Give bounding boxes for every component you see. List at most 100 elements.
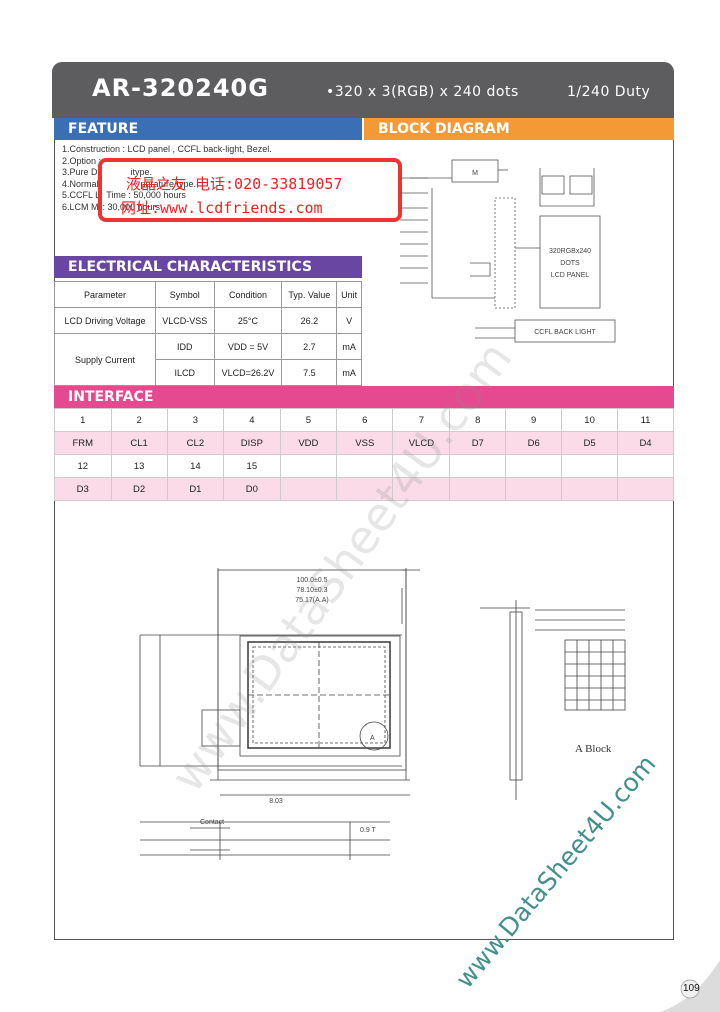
empty-cell	[336, 454, 394, 478]
cell: IDD	[154, 333, 215, 360]
empty-cell	[279, 454, 338, 478]
cell: VLCD-VSS	[154, 307, 215, 334]
block-diagram-heading: BLOCK DIAGRAM	[364, 118, 674, 140]
signal-name: D7	[449, 431, 507, 455]
table-row: ILCD VLCD=26.2V 7.5 mA	[55, 359, 362, 386]
interface-table: 1 2 3 4 5 6 7 8 9 10 11 FRM CL1 CL2 DISP…	[54, 408, 674, 501]
pin-number: 14	[166, 454, 225, 478]
empty-cell	[449, 477, 507, 501]
cell: V	[336, 307, 362, 334]
header-cell: Condition	[213, 281, 283, 308]
cell: 7.5	[281, 359, 338, 386]
cell: ILCD	[154, 359, 215, 386]
cell: 26.2	[281, 307, 338, 334]
pin-number-row: 1 2 3 4 5 6 7 8 9 10 11	[54, 408, 674, 432]
empty-cell	[505, 454, 563, 478]
pin-number: 15	[223, 454, 281, 478]
signal-name: D1	[166, 477, 225, 501]
signal-name: VLCD	[392, 431, 451, 455]
header-cell: Parameter	[54, 281, 156, 308]
spec-duty: 1/240 Duty	[567, 84, 651, 100]
pin-number: 5	[279, 408, 338, 432]
empty-cell	[279, 477, 338, 501]
empty-cell	[617, 454, 674, 478]
table-header-row: Parameter Symbol Condition Typ. Value Un…	[54, 281, 362, 308]
pin-number: 13	[110, 454, 168, 478]
contact-label: Contact	[200, 819, 224, 826]
dim-overall-width: 100.0±0.5	[296, 577, 327, 584]
model-title: AR-320240G	[92, 74, 269, 102]
signal-name: CL1	[110, 431, 168, 455]
dim-view-width: 78.10±0.3	[296, 587, 327, 594]
feature-item: 2.Option :	[62, 155, 102, 166]
feature-heading: FEATURE	[54, 118, 362, 140]
cell: 25°C	[213, 307, 283, 334]
header-cell: Unit	[336, 281, 362, 308]
signal-name: DISP	[223, 431, 281, 455]
signal-name: VDD	[279, 431, 338, 455]
pin-number: 12	[54, 454, 112, 478]
signal-name: CL2	[166, 431, 225, 455]
page-frame	[54, 140, 674, 940]
empty-cell	[505, 477, 563, 501]
signal-name: D2	[110, 477, 168, 501]
stamp-website: 网址:www.lcdfriends.com	[121, 199, 323, 217]
header-cell: Typ. Value	[281, 281, 338, 308]
signal-name: D3	[54, 477, 112, 501]
contact-stamp	[98, 158, 402, 222]
pin-number: 1	[54, 408, 112, 432]
cell: mA	[336, 359, 362, 386]
signal-row: D3 D2 D1 D0	[54, 477, 674, 501]
empty-cell	[561, 477, 619, 501]
pin-number: 2	[110, 408, 168, 432]
cell: LCD Driving Voltage	[54, 307, 156, 334]
pin-number: 3	[166, 408, 225, 432]
page-curl-decoration	[660, 960, 720, 1012]
spec-dots: •320 x 3(RGB) x 240 dots	[326, 84, 519, 100]
signal-name: D5	[561, 431, 619, 455]
header-cell: Symbol	[154, 281, 215, 308]
lcd-panel-label: LCD PANEL	[551, 272, 589, 279]
detail-marker: A	[370, 735, 375, 742]
electrical-table: Parameter Symbol Condition Typ. Value Un…	[54, 281, 362, 386]
stamp-phone: 液晶之友 电话:020-33819057	[126, 175, 343, 193]
cell: Supply Current	[54, 333, 156, 386]
ccfl-label: CCFL BACK LIGHT	[534, 329, 596, 336]
header-bar	[52, 62, 674, 118]
cell: mA	[336, 333, 362, 360]
feature-item: 1.Construction : LCD panel , CCFL back-l…	[62, 144, 272, 154]
table-row: Supply Current IDD VDD = 5V 2.7 mA	[54, 333, 362, 386]
dim-active-width: 75.17(A.A)	[295, 597, 328, 604]
a-block-label: A Block	[575, 743, 612, 755]
empty-cell	[561, 454, 619, 478]
panel-label: 320RGBx240	[549, 248, 591, 255]
pin-number: 4	[223, 408, 281, 432]
electrical-heading: ELECTRICAL CHARACTERISTICS	[54, 256, 362, 278]
pin-number: 6	[336, 408, 394, 432]
signal-name: D6	[505, 431, 563, 455]
interface-heading: INTERFACE	[54, 386, 674, 408]
empty-cell	[449, 454, 507, 478]
empty-cell	[617, 477, 674, 501]
dim-bottom-width: 8.03	[269, 798, 283, 805]
empty-cell	[392, 477, 451, 501]
cell: 2.7	[281, 333, 338, 360]
feature-item: 6.LCM M: 30,000 hours	[62, 201, 161, 212]
pin-number: 11	[617, 408, 674, 432]
dots-label: DOTS	[560, 260, 580, 267]
pin-number-row: 12 13 14 15	[54, 454, 674, 478]
feature-list: 1.Construction : LCD panel , CCFL back-l…	[62, 144, 362, 213]
empty-cell	[336, 477, 394, 501]
cell: VDD = 5V	[213, 333, 283, 360]
signal-name: FRM	[54, 431, 112, 455]
table-row: LCD Driving Voltage VLCD-VSS 25°C 26.2 V	[54, 307, 362, 334]
signal-name: D0	[223, 477, 281, 501]
dim-thickness: 0.9 T	[360, 827, 377, 834]
block-diagram: M 320RGBx240 DOTS LCD PANEL CCFL BACK LI…	[400, 159, 616, 343]
mechanical-drawing: 100.0±0.5 78.10±0.3 75.17(A.A) A 8.03 Co…	[139, 568, 626, 860]
signal-name: D4	[617, 431, 674, 455]
pin-number: 9	[505, 408, 563, 432]
